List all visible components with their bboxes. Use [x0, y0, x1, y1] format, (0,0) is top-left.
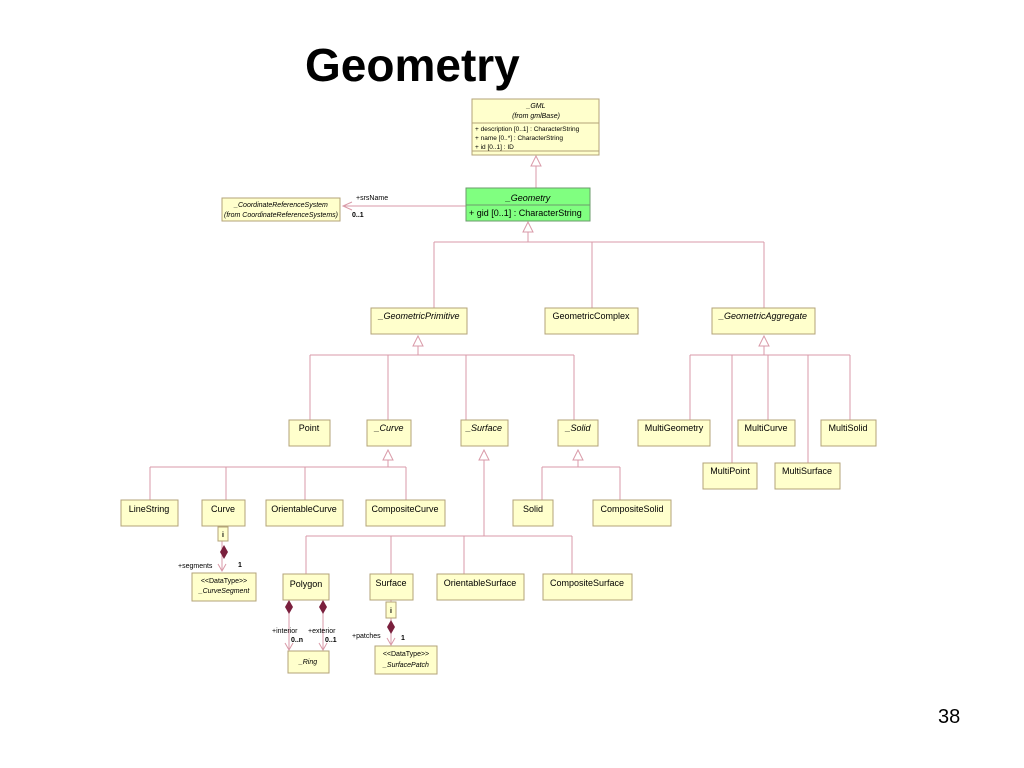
class-multi-geometry[interactable]: MultiGeometry [637, 419, 711, 447]
connectors [149, 166, 851, 652]
class-geometry-name: _Geometry [505, 193, 551, 203]
class-gml-attr: + id [0..1] : ID [475, 144, 514, 151]
class-surface-name: Surface [375, 578, 406, 588]
class-composite-curve[interactable]: CompositeCurve [365, 499, 446, 527]
class-multi-point[interactable]: MultiPoint [702, 462, 758, 490]
class-gml-name: _GML [525, 103, 545, 110]
class-curve-abstract-name: _Curve [373, 423, 403, 433]
class-geometric-aggregate-name: _GeometricAggregate [718, 311, 807, 321]
class-solid-abstract[interactable]: _Solid [557, 419, 599, 447]
class-multi-point-name: MultiPoint [710, 466, 750, 476]
class-gml[interactable]: _GML (from gmlBase) + description [0..1]… [471, 98, 600, 156]
class-ring-name: _Ring [298, 659, 317, 666]
class-polygon-name: Polygon [290, 579, 323, 589]
class-geometric-complex[interactable]: GeometricComplex [544, 307, 639, 335]
class-orientable-surface-name: OrientableSurface [444, 578, 517, 588]
multiplicity-segments: 1 [238, 562, 242, 569]
composition-diamonds [220, 545, 395, 634]
class-orientable-surface[interactable]: OrientableSurface [436, 573, 525, 601]
class-geometric-complex-name: GeometricComplex [552, 311, 630, 321]
multiplicity-patches: 1 [401, 635, 405, 642]
role-segments: +segments [178, 563, 213, 570]
class-composite-solid[interactable]: CompositeSolid [592, 499, 672, 527]
class-curve-abstract[interactable]: _Curve [366, 419, 412, 447]
curve-interface-label: i [222, 532, 224, 539]
class-solid-name: Solid [523, 504, 543, 514]
slide-number: 38 [938, 706, 961, 728]
multiplicity-exterior: 0..1 [325, 637, 337, 644]
class-surface-abstract-name: _Surface [465, 423, 502, 433]
class-multi-curve-name: MultiCurve [744, 423, 787, 433]
class-composite-curve-name: CompositeCurve [371, 504, 438, 514]
class-geometric-primitive-name: _GeometricPrimitive [377, 311, 459, 321]
class-orientable-curve-name: OrientableCurve [271, 504, 337, 514]
class-curve-segment[interactable]: <<DataType>> _CurveSegment [191, 572, 257, 602]
class-composite-surface[interactable]: CompositeSurface [542, 573, 633, 601]
class-line-string-name: LineString [129, 504, 170, 514]
class-composite-solid-name: CompositeSolid [600, 504, 663, 514]
surface-interface-box [385, 601, 397, 619]
class-curve-segment-name: _CurveSegment [198, 588, 251, 595]
class-surface-patch[interactable]: <<DataType>> _SurfacePatch [374, 645, 438, 675]
class-geometry-attr: + gid [0..1] : CharacterString [469, 208, 582, 218]
class-surface[interactable]: Surface [369, 573, 414, 601]
class-curve[interactable]: Curve [201, 499, 246, 527]
class-curve-segment-stereotype: <<DataType>> [201, 578, 247, 585]
class-crs-name: _CoordinateReferenceSystem [233, 202, 328, 209]
class-polygon[interactable]: Polygon [282, 573, 330, 601]
class-line-string[interactable]: LineString [120, 499, 179, 527]
role-srs-name: +srsName [356, 195, 388, 202]
class-multi-surface-name: MultiSurface [782, 466, 832, 476]
class-multi-solid[interactable]: MultiSolid [820, 419, 877, 447]
class-point-name: Point [299, 423, 320, 433]
role-patches: +patches [352, 633, 381, 640]
class-ring[interactable]: _Ring [287, 650, 330, 674]
class-solid[interactable]: Solid [512, 499, 554, 527]
class-gml-attr: + name [0..*] : CharacterString [475, 135, 563, 142]
role-interior: +interior [272, 628, 298, 635]
class-crs-package: (from CoordinateReferenceSystems) [224, 212, 338, 219]
multiplicity-srs: 0..1 [352, 212, 364, 219]
class-multi-curve[interactable]: MultiCurve [737, 419, 796, 447]
class-geometry[interactable]: _Geometry + gid [0..1] : CharacterString [465, 187, 591, 222]
class-surface-patch-stereotype: <<DataType>> [383, 651, 429, 658]
class-curve-name: Curve [211, 504, 235, 514]
class-gml-package: (from gmlBase) [512, 113, 560, 120]
class-coordinate-reference-system[interactable]: _CoordinateReferenceSystem (from Coordin… [221, 197, 341, 222]
surface-interface-label: i [390, 608, 392, 615]
multiplicity-interior: 0..n [291, 637, 303, 644]
class-surface-abstract[interactable]: _Surface [460, 419, 509, 447]
class-gml-attr: + description [0..1] : CharacterString [475, 126, 580, 133]
class-multi-geometry-name: MultiGeometry [645, 423, 704, 433]
slide-title: Geometry [305, 39, 520, 91]
class-composite-surface-name: CompositeSurface [550, 578, 624, 588]
generalization-arrows [382, 154, 770, 461]
class-multi-surface[interactable]: MultiSurface [774, 462, 841, 490]
class-solid-abstract-name: _Solid [564, 423, 591, 433]
class-orientable-curve[interactable]: OrientableCurve [265, 499, 344, 527]
curve-interface-box [217, 526, 229, 542]
class-point[interactable]: Point [288, 419, 331, 447]
class-geometric-primitive[interactable]: _GeometricPrimitive [370, 307, 468, 335]
class-geometric-aggregate[interactable]: _GeometricAggregate [711, 307, 816, 335]
class-multi-solid-name: MultiSolid [828, 423, 867, 433]
role-exterior: +exterior [308, 628, 336, 635]
class-surface-patch-name: _SurfacePatch [382, 662, 429, 669]
